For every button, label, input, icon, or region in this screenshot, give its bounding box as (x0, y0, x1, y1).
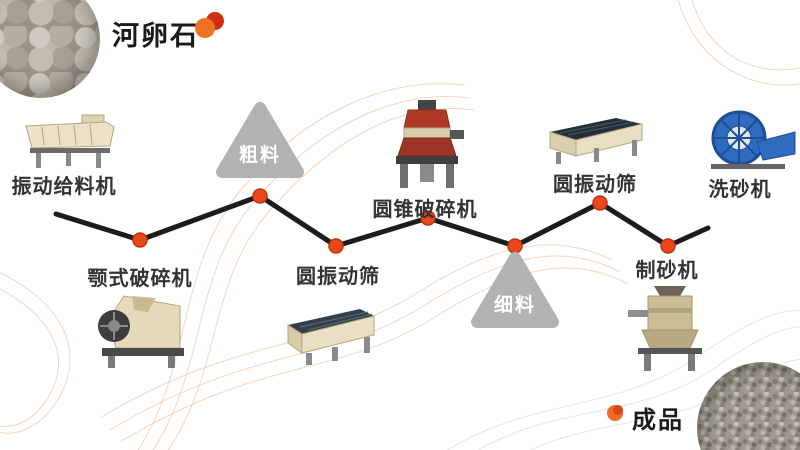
sand-maker-illustration (628, 286, 702, 371)
vibrating-feeder-illustration (25, 114, 115, 168)
fine-material-label: 细料 (493, 295, 536, 316)
sand-washer-illustration (711, 110, 796, 169)
coarse-material-tag: 粗料 (210, 98, 310, 183)
triangle-shape (216, 102, 304, 178)
label-vibrating-screen-2: 圆振动筛 (553, 174, 637, 196)
cone-crusher-illustration (396, 100, 464, 188)
label-vibrating-screen-1: 圆振动筛 (296, 266, 380, 288)
label-vibrating-feeder: 振动给料机 (11, 176, 117, 198)
product-dot-icon (607, 405, 623, 421)
label-sand-washer: 洗砂机 (708, 179, 772, 201)
vibrating-screen-2-illustration (549, 118, 643, 164)
vibrating-screen-1-illustration (287, 309, 375, 365)
triangle-shape (471, 252, 559, 328)
jaw-crusher-illustration (98, 295, 184, 368)
title-dot-icon (195, 12, 224, 38)
label-cone-crusher: 圆锥破碎机 (372, 199, 478, 221)
fine-material-tag: 细料 (465, 248, 565, 333)
label-jaw-crusher: 颚式破碎机 (87, 268, 193, 290)
coarse-material-label: 粗料 (238, 145, 281, 166)
page-title: 河卵石 (112, 21, 199, 51)
label-sand-maker: 制砂机 (635, 260, 699, 282)
finished-product-label: 成品 (632, 407, 684, 434)
flow-node-dots (132, 188, 676, 254)
